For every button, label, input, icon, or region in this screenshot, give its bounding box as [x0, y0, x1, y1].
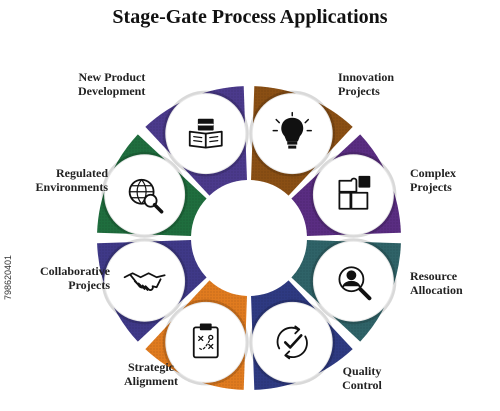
circle-quality-control: [251, 301, 333, 383]
book-box-icon: [188, 118, 223, 149]
page-title: Stage-Gate Process Applications: [112, 6, 388, 28]
handshake-icon: [123, 272, 166, 291]
circle-collaborative-projects: [104, 240, 186, 322]
stock-id: 798620401: [3, 254, 13, 300]
globe-search-icon: [128, 178, 164, 214]
circle-complex-projects: [312, 154, 394, 236]
lightbulb-icon: [272, 111, 312, 149]
check-cycle-icon: [276, 325, 308, 360]
puzzle-icon: [338, 175, 371, 210]
person-search-icon: [338, 266, 372, 301]
clipboard-strategy-icon: [192, 323, 219, 359]
circle-strategic-alignment: [165, 301, 247, 383]
circle-regulated-environments: [104, 154, 186, 236]
